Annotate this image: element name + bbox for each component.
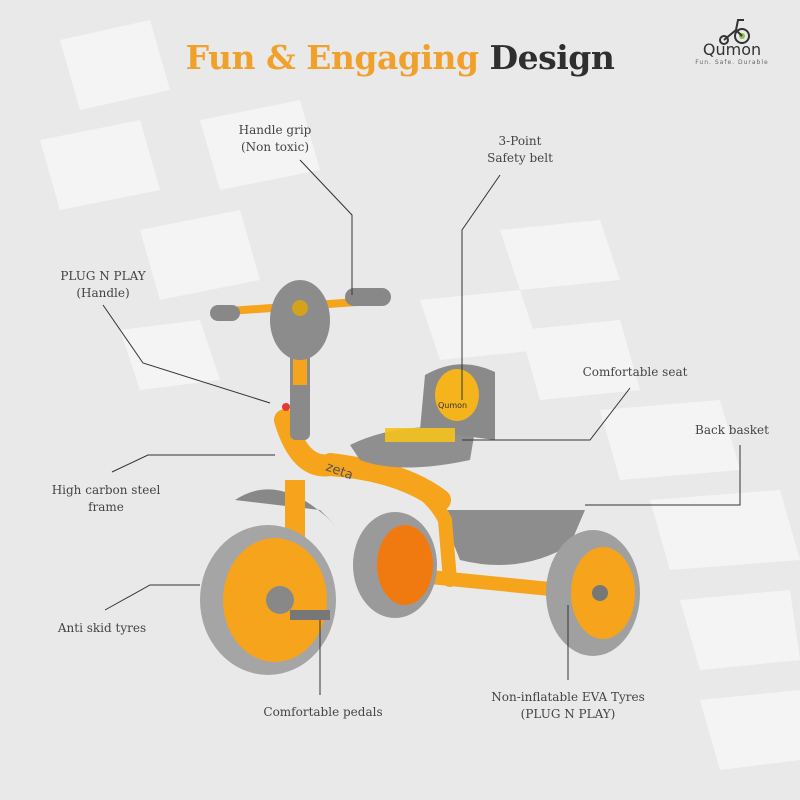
title-dark: Design	[489, 38, 615, 77]
callout-safety-belt: 3-Point Safety belt	[487, 133, 553, 167]
callout-basket: Back basket	[695, 422, 769, 439]
callout-frame: High carbon steel frame	[52, 482, 161, 516]
callout-text: Comfortable seat	[582, 365, 688, 379]
callout-subtext: frame	[88, 500, 124, 514]
callout-subtext: (Non toxic)	[240, 140, 310, 154]
callout-handle-grip: Handle grip (Non toxic)	[239, 122, 312, 156]
callout-text: Back basket	[695, 423, 769, 437]
callout-text: Anti skid tyres	[57, 621, 147, 635]
main-frame	[274, 409, 451, 511]
pedal	[290, 610, 330, 620]
callout-subtext: Safety belt	[487, 151, 553, 165]
right-handle-grip	[345, 288, 391, 306]
callout-text: PLUG N PLAY	[60, 269, 146, 283]
callout-subtext: (Handle)	[76, 286, 130, 300]
callout-text: Handle grip	[238, 123, 312, 137]
callout-eva-tyres: Non-inflatable EVA Tyres (PLUG N PLAY)	[491, 689, 645, 723]
logo-name: Qumon	[702, 40, 762, 59]
callout-subtext: (PLUG N PLAY)	[520, 707, 616, 721]
back-basket	[440, 510, 585, 565]
callout-seat: Comfortable seat	[583, 364, 688, 381]
callout-text: Comfortable pedals	[263, 705, 383, 719]
safety-belt	[385, 428, 455, 442]
left-handle-grip	[210, 305, 240, 321]
brand-logo: Qumon Fun. Safe. Durable	[692, 16, 772, 66]
callout-pedals: Comfortable pedals	[263, 704, 382, 721]
title-accent: Fun & Engaging	[185, 38, 479, 77]
callout-text: High carbon steel	[51, 483, 161, 497]
callout-plug-n-play: PLUG N PLAY (Handle)	[60, 268, 145, 302]
logo-tagline: Fun. Safe. Durable	[695, 59, 769, 66]
callout-text: 3-Point	[498, 134, 542, 148]
callout-tyres: Anti skid tyres	[58, 620, 146, 637]
tricycle-logo-icon	[719, 19, 750, 45]
seat-brand: Qumon	[438, 401, 467, 410]
callout-text: Non-inflatable EVA Tyres	[491, 690, 645, 704]
page-title: Fun & Engaging Design	[0, 38, 800, 77]
